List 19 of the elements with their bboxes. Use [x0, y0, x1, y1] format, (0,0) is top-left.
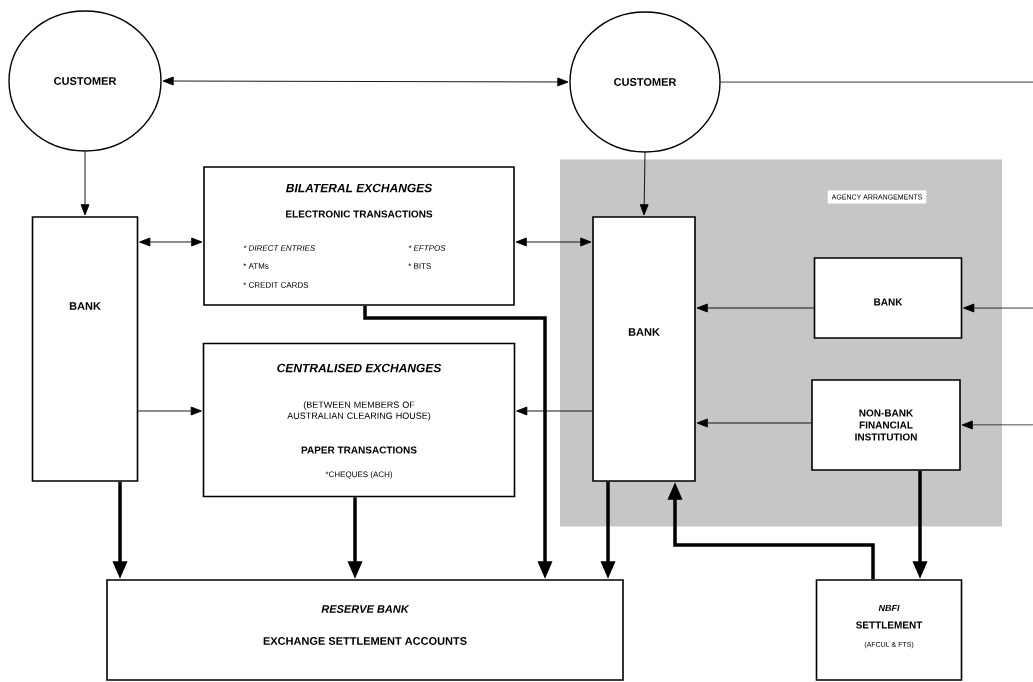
arrow: [963, 303, 1033, 313]
arrow: [137, 406, 202, 416]
connector-line: [720, 81, 1033, 83]
arrow: [139, 237, 203, 247]
settlement-box: RESERVE BANK EXCHANGE SETTLEMENT ACCOUNTS: [106, 579, 624, 681]
arrow: [515, 237, 592, 247]
bank-box: BANK: [31, 216, 139, 482]
exchange-box: BILATERAL EXCHANGES ELECTRONIC TRANSACTIONS * DIRECT ENTRIES * EFTPOS * ATMs * BITS * CREDIT CARDS: [203, 166, 515, 306]
bank-box: BANK: [592, 216, 696, 482]
arrow: [80, 151, 90, 216]
arrow: [639, 152, 649, 216]
exchange-box: CENTRALISED EXCHANGES (BETWEEN MEMBERS OF AUSTRALIAN CLEARING HOUSE) PAPER TRANSACTIONS *CHEQUES (ACH): [202, 342, 516, 498]
arrow: [696, 303, 815, 313]
arrow: [516, 406, 593, 416]
arrow: [961, 420, 1033, 430]
arrow: [162, 76, 569, 87]
arrow: [696, 418, 812, 428]
institution-box: NON-BANK FINANCIAL INSTITUTION: [811, 379, 961, 471]
bank-box: BANK: [813, 257, 963, 339]
